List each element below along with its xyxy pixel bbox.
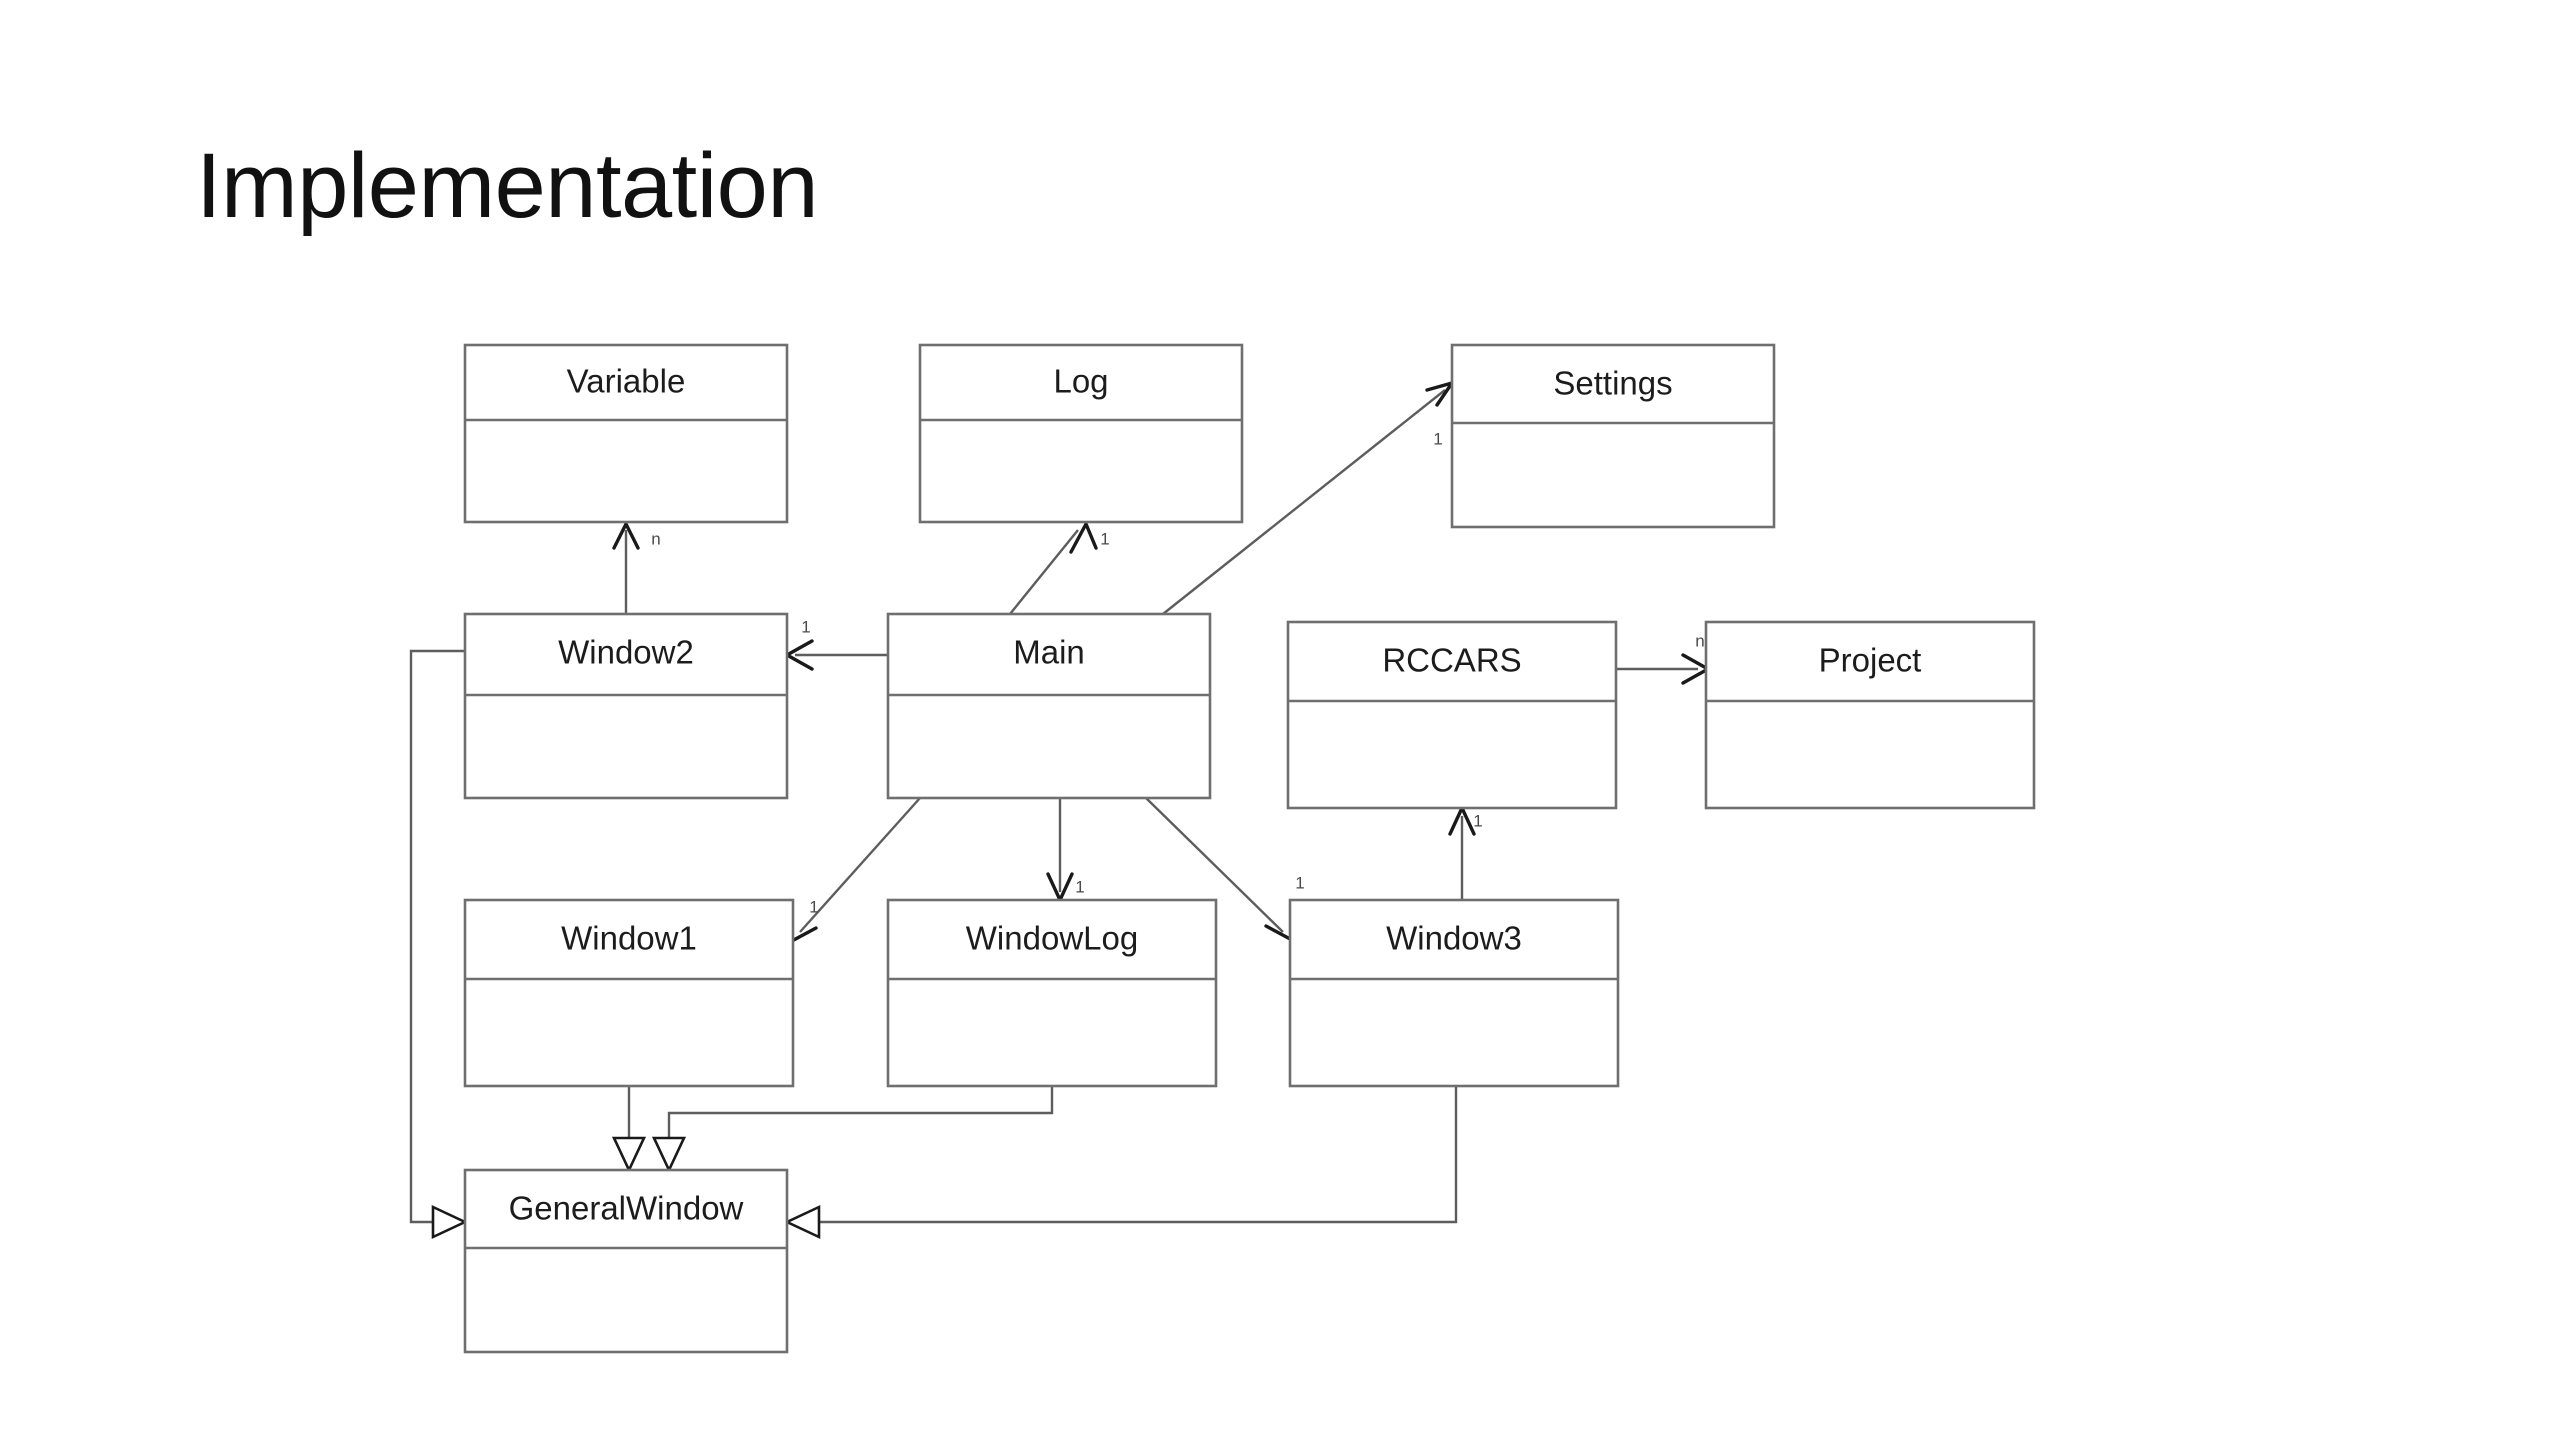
multiplicity-label: 1 [801,617,810,636]
class-name-label: Main [1013,634,1085,671]
class-name-label: Variable [567,363,686,400]
association-line [1162,389,1446,615]
connector-layer: n 1 1 1 [409,381,1710,1240]
multiplicity-label: n [651,529,660,548]
association-main-window2[interactable]: 1 [785,617,888,671]
class-name-label: Window2 [558,634,694,671]
class-name-label: Window1 [561,920,697,957]
multiplicity-label: 1 [1100,529,1109,548]
class-box-rccars[interactable]: RCCARS [1286,620,1618,810]
association-line [799,797,921,933]
multiplicity-label: 1 [1473,811,1482,830]
class-name-label: Window3 [1386,920,1522,957]
class-name-label: WindowLog [966,920,1138,957]
class-box-outline [1286,620,1618,810]
class-box-log[interactable]: Log [918,343,1244,524]
generalization-line [819,1086,1458,1224]
class-box-generalwindow[interactable]: GeneralWindow [463,1168,789,1354]
association-main-variable[interactable]: n [612,522,661,614]
generalization-window2-generalwindow[interactable] [409,649,469,1240]
class-box-outline [463,1168,789,1354]
class-box-window2[interactable]: Window2 [463,612,789,800]
class-box-outline [463,898,795,1088]
arrowhead-hollow-triangle [611,1136,647,1174]
class-name-label: RCCARS [1382,642,1521,679]
class-box-project[interactable]: Project [1704,620,2036,810]
arrowhead-solid [612,522,640,550]
class-box-window1[interactable]: Window1 [463,898,795,1088]
class-box-windowlog[interactable]: WindowLog [886,898,1218,1088]
class-box-outline [1704,620,2036,810]
class-name-label: Settings [1553,365,1672,402]
association-main-windowlog[interactable]: 1 [1046,798,1085,902]
class-box-outline [1450,343,1776,529]
class-box-main[interactable]: Main [886,612,1212,800]
class-box-settings[interactable]: Settings [1450,343,1776,529]
class-box-outline [918,343,1244,524]
association-window3-rccars[interactable]: 1 [1448,806,1483,900]
arrowhead-solid [1264,908,1294,942]
association-line [1145,797,1284,933]
generalization-line [409,649,465,1224]
class-box-outline [886,612,1212,800]
arrowhead-solid [1069,522,1098,554]
class-name-label: Project [1819,642,1922,679]
generalization-window1-generalwindow[interactable] [611,1086,647,1174]
page-title: Implementation [196,135,819,237]
multiplicity-label: 1 [809,897,818,916]
generalization-line [667,1086,1054,1138]
multiplicity-label: 1 [1295,873,1304,892]
class-name-label: GeneralWindow [509,1190,744,1227]
multiplicity-label: 1 [1433,429,1442,448]
class-box-outline [886,898,1218,1088]
arrowhead-hollow-triangle [431,1204,469,1240]
multiplicity-label: n [1695,631,1704,650]
arrowhead-hollow-triangle [651,1136,687,1174]
class-box-outline [463,612,789,800]
class-box-window3[interactable]: Window3 [1288,898,1620,1088]
association-rccars-project[interactable]: n [1616,631,1710,685]
class-name-label: Log [1053,363,1108,400]
association-line [1009,529,1079,615]
class-box-variable[interactable]: Variable [463,343,789,524]
class-box-outline [463,343,789,524]
arrowhead-hollow-triangle [783,1204,821,1240]
multiplicity-label: 1 [1075,877,1084,896]
association-main-log[interactable]: 1 [1009,522,1110,615]
generalization-windowlog-generalwindow[interactable] [651,1086,1054,1174]
class-box-outline [1288,898,1620,1088]
generalization-window3-generalwindow[interactable] [783,1086,1458,1240]
